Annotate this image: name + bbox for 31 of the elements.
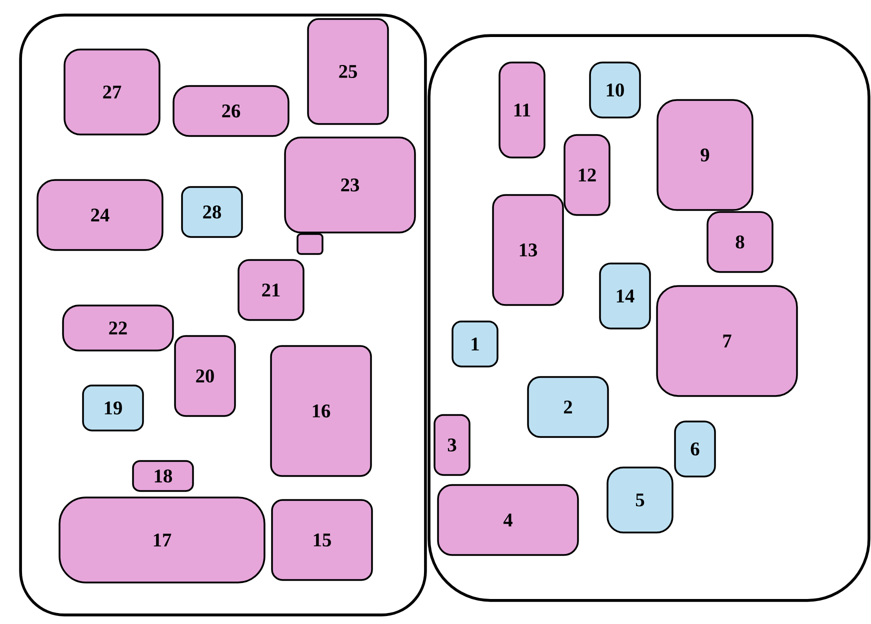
numbered-area: 16 [270, 345, 372, 477]
numbered-area: 18 [132, 460, 194, 492]
region-outline [428, 34, 870, 602]
numbered-area: 3 [434, 414, 470, 476]
numbered-area: 24 [36, 179, 164, 251]
numbered-area: 25 [307, 18, 389, 125]
numbered-area: 7 [656, 285, 798, 397]
numbered-area: 12 [564, 134, 610, 216]
numbered-area: 21 [238, 259, 304, 321]
numbered-area: 5 [606, 466, 674, 534]
numbered-area: 23 [284, 136, 416, 234]
numbered-area: 20 [174, 335, 236, 417]
numbered-area: 15 [271, 499, 373, 581]
numbered-area: 17 [58, 496, 266, 584]
numbered-area: 6 [674, 420, 716, 478]
numbered-area: 19 [82, 384, 144, 432]
numbered-area: 1 [452, 320, 498, 368]
numbered-area: 2 [527, 376, 609, 438]
numbered-area: 28 [181, 186, 243, 238]
numbered-area: 11 [498, 62, 546, 158]
region-outline [19, 14, 427, 616]
numbered-area: 26 [172, 85, 290, 137]
numbered-area: 4 [437, 484, 579, 556]
numbered-area: 9 [656, 99, 754, 211]
numbered-area: 14 [599, 262, 651, 330]
numbered-area: 10 [589, 62, 641, 118]
numbered-area: 27 [64, 48, 160, 136]
numbered-area: 13 [492, 194, 564, 306]
numbered-area: 22 [62, 304, 174, 352]
small-area [296, 233, 324, 255]
numbered-area: 8 [706, 211, 774, 273]
